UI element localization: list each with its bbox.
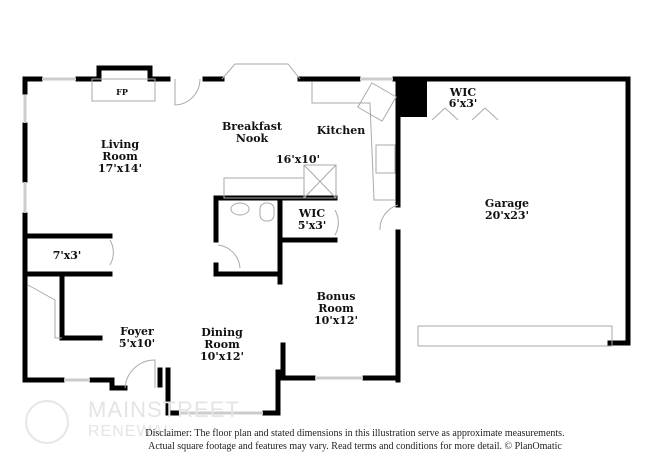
walls: [22, 65, 631, 416]
bay-window: [221, 63, 301, 80]
living-room-size: 17'x14': [98, 162, 142, 175]
foyer-label: Foyer: [120, 325, 154, 338]
sink-icon: [357, 82, 397, 122]
fireplace-label: FP: [116, 87, 128, 97]
garage-door: [417, 325, 613, 347]
wic-size: 5'x3': [298, 219, 327, 232]
disclaimer-line1: Disclaimer: The floor plan and stated di…: [145, 428, 565, 439]
bonus-room-label-2: Room: [318, 302, 354, 315]
watermark-line1: MAINSTREET: [88, 397, 240, 422]
bonus-room-label: Bonus: [317, 290, 356, 303]
breakfast-nook-label: Breakfast: [222, 120, 283, 133]
bathroom-sink-icon: [230, 202, 250, 216]
watermark-line2: RENEWAL: [88, 423, 174, 440]
watermark-logo-icon: [25, 400, 69, 444]
breakfast-nook-size: 16'x10': [276, 153, 320, 166]
wall-block: [397, 77, 427, 117]
foyer-size: 5'x10': [119, 337, 155, 350]
living-room-label: Living: [101, 138, 139, 151]
garage-label: Garage: [485, 197, 529, 210]
closet-size: 7'x3': [53, 249, 82, 262]
wic-label: WIC: [298, 207, 325, 220]
dining-room-label: Dining: [201, 326, 243, 339]
wic-upper-label: WIC: [449, 86, 476, 99]
stove-icon: [375, 144, 396, 174]
door-swing: [174, 78, 201, 106]
fixtures: [23, 63, 613, 415]
dining-room-size: 10'x12': [200, 350, 244, 363]
living-room-label-2: Room: [102, 150, 138, 163]
toilet-icon: [259, 202, 275, 222]
fireplace: [91, 78, 156, 102]
wic-upper-size: 6'x3': [449, 97, 478, 110]
dining-room-label-2: Room: [204, 338, 240, 351]
bonus-room-size: 10'x12': [314, 314, 358, 327]
disclaimer-line2: Actual square footage and features may v…: [148, 441, 562, 452]
kitchen-label: Kitchen: [317, 124, 366, 137]
staircase: [27, 284, 62, 339]
breakfast-nook-label-2: Nook: [236, 132, 269, 145]
garage-size: 20'x23': [485, 209, 529, 222]
